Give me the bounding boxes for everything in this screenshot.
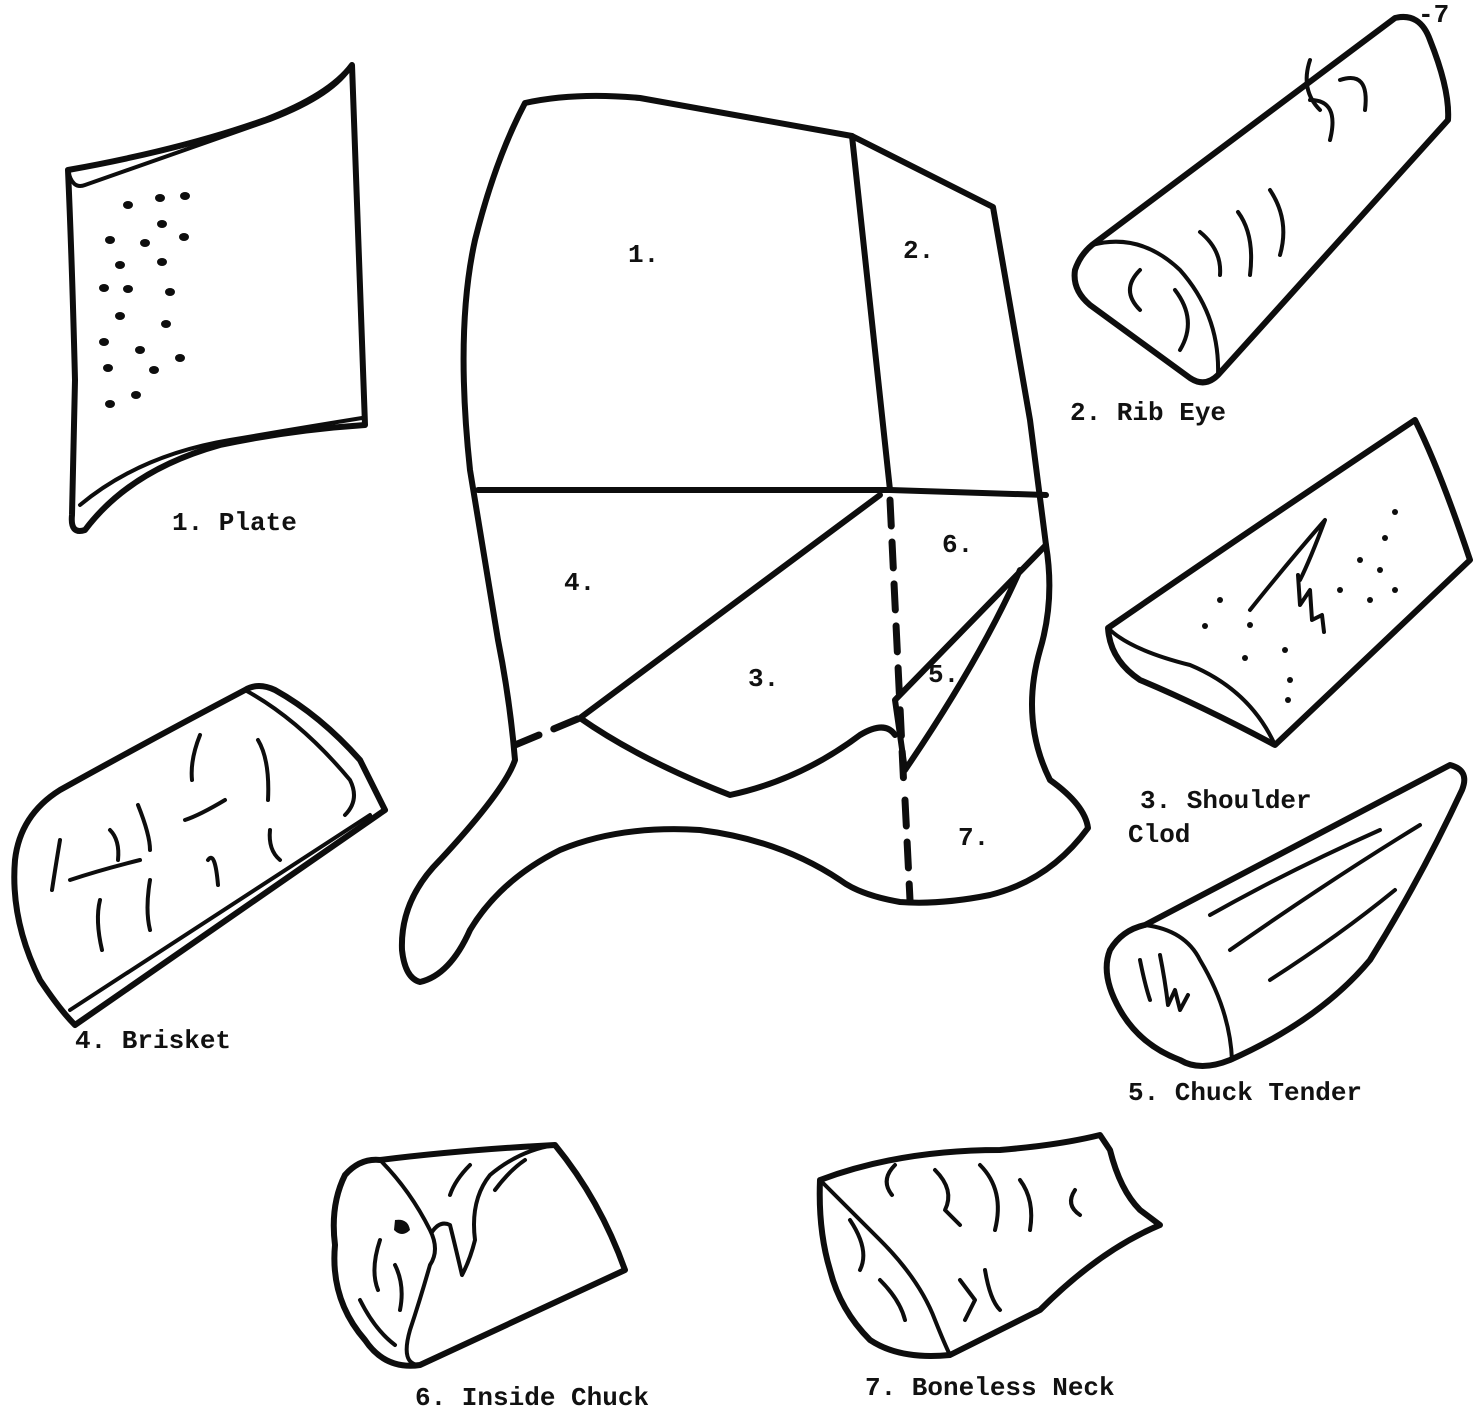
brisket-fat-layer-2 xyxy=(70,815,370,1010)
brisket-marbling-5 xyxy=(270,830,280,860)
shoulder-clod-squiggle xyxy=(1298,575,1324,632)
label-shoulder-clod-line2: Clod xyxy=(1128,820,1190,850)
boneless-neck-marbling-8 xyxy=(880,1280,905,1320)
label-shoulder-clod-line1: 3. Shoulder xyxy=(1140,786,1312,816)
brisket-marbling-10 xyxy=(148,880,151,930)
label-boneless-neck: 7. Boneless Neck xyxy=(865,1373,1115,1403)
plate-cut-drawing xyxy=(68,65,365,531)
brisket-marbling-8 xyxy=(70,860,140,880)
shoulder-clod-outline xyxy=(1108,420,1470,745)
inside-chuck-marbling-2 xyxy=(495,1160,525,1190)
region-number-4: 4. xyxy=(564,568,595,598)
region-number-1: 1. xyxy=(628,240,659,270)
chuck-tender-end-face xyxy=(1145,925,1232,1060)
rib-eye-outline xyxy=(1075,17,1449,382)
inside-chuck-marbling-3 xyxy=(374,1240,380,1290)
plate-dots xyxy=(99,192,190,408)
inside-chuck-marbling-1 xyxy=(450,1165,470,1195)
rib-eye-marbling-7 xyxy=(1310,100,1333,140)
label-inside-chuck: 6. Inside Chuck xyxy=(415,1383,649,1413)
rib-eye-marbling-2 xyxy=(1175,290,1188,350)
region-number-5: 5. xyxy=(928,660,959,690)
boneless-neck-cut-drawing xyxy=(820,1135,1160,1356)
plate-outline xyxy=(68,65,365,531)
shoulder-clod-seam xyxy=(1250,520,1325,610)
rib-eye-cut-drawing xyxy=(1075,17,1449,382)
boneless-neck-end-face xyxy=(820,1180,950,1355)
chuck-tender-marbling xyxy=(1140,955,1188,1010)
brisket-cut-drawing xyxy=(14,686,385,1025)
brisket-marbling-2 xyxy=(258,740,268,800)
boneless-neck-marbling-4 xyxy=(1020,1180,1031,1230)
inside-chuck-end-face xyxy=(380,1160,435,1365)
label-chuck-tender: 5. Chuck Tender xyxy=(1128,1078,1362,1108)
chuck-tender-grain-1 xyxy=(1210,830,1380,915)
boneless-neck-marbling-6 xyxy=(960,1270,1000,1320)
label-brisket: 4. Brisket xyxy=(75,1026,231,1056)
division-line-horizontal xyxy=(478,490,1046,495)
rib-eye-marbling-1 xyxy=(1130,270,1140,310)
brisket-marbling-4 xyxy=(138,805,150,850)
shoulder-clod-end-face xyxy=(1108,628,1275,745)
chuck-tender-grain-3 xyxy=(1270,890,1395,980)
region-number-7: 7. xyxy=(958,823,989,853)
boneless-neck-marbling-3 xyxy=(980,1165,998,1230)
inside-chuck-marbling-5 xyxy=(395,1265,402,1310)
shoulder-clod-cut-drawing xyxy=(1108,420,1470,745)
boneless-neck-marbling-7 xyxy=(850,1220,863,1270)
region-number-3: 3. xyxy=(748,664,779,694)
division-shoulder-clod xyxy=(580,495,895,795)
brisket-marbling-6 xyxy=(208,858,218,885)
rib-eye-marbling-3 xyxy=(1200,232,1220,275)
division-chuck-tender xyxy=(895,545,1046,770)
inside-chuck-fat-drip xyxy=(432,1145,555,1275)
boneless-neck-marbling-1 xyxy=(887,1165,895,1195)
boneless-neck-marbling-5 xyxy=(1071,1190,1080,1215)
rib-eye-marbling-8 xyxy=(1340,78,1366,110)
inside-chuck-cut-drawing xyxy=(334,1145,625,1366)
boneless-neck-marbling-2 xyxy=(935,1170,960,1225)
rib-eye-marbling-5 xyxy=(1270,190,1283,255)
region-number-2: 2. xyxy=(903,236,934,266)
brisket-marbling-11 xyxy=(52,840,60,890)
brisket-marbling-9 xyxy=(98,900,102,950)
dashed-line-lower xyxy=(905,800,910,900)
plate-fat-edge xyxy=(68,65,352,186)
brisket-marbling-3 xyxy=(185,800,225,820)
inside-chuck-dark-spot xyxy=(394,1220,410,1234)
rib-eye-marbling-4 xyxy=(1238,212,1251,275)
label-plate: 1. Plate xyxy=(172,508,297,538)
boneless-neck-outline xyxy=(820,1135,1160,1356)
dashed-line-left xyxy=(515,718,580,745)
region-number-6: 6. xyxy=(942,530,973,560)
brisket-marbling-7 xyxy=(110,830,118,860)
brisket-marbling-1 xyxy=(192,735,200,780)
division-line-1-2 xyxy=(852,136,890,490)
label-rib-eye: 2. Rib Eye xyxy=(1070,398,1226,428)
